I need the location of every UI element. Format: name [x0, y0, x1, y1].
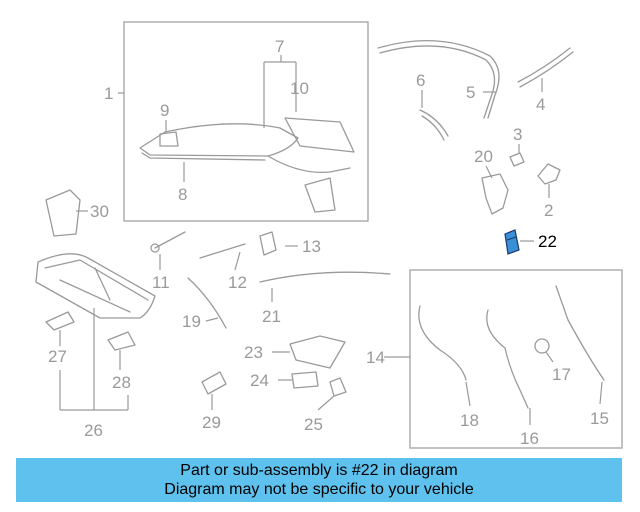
label-23: 23 [244, 343, 263, 362]
part-labels: 1 2 3 4 5 6 7 8 9 10 11 12 13 14 15 16 1… [48, 37, 609, 448]
label-16: 16 [520, 429, 539, 448]
label-12: 12 [228, 273, 247, 292]
group-box-14 [409, 269, 623, 449]
label-19: 19 [182, 312, 201, 331]
latch-20 [481, 173, 509, 215]
label-5: 5 [466, 83, 475, 102]
label-18: 18 [460, 411, 479, 430]
pin-25 [329, 377, 347, 397]
label-6: 6 [416, 71, 425, 90]
info-banner: Part or sub-assembly is #22 in diagram D… [16, 458, 622, 502]
grommet-17 [534, 338, 550, 354]
weatherstrip-4-inner [519, 51, 574, 88]
weatherstrip-6 [419, 109, 449, 137]
cable-21 [259, 271, 391, 283]
handle-29 [201, 371, 227, 395]
leader-lines [59, 55, 603, 425]
label-14: 14 [366, 348, 385, 367]
bracket-28 [107, 331, 136, 351]
label-28: 28 [112, 373, 131, 392]
weatherstrip-4 [517, 47, 571, 83]
rod-11 [154, 231, 186, 249]
label-25: 25 [304, 415, 323, 434]
bracket-27 [45, 311, 75, 331]
label-22: 22 [538, 232, 557, 251]
label-30: 30 [90, 202, 109, 221]
label-9: 9 [160, 101, 169, 120]
weatherstrip-5 [377, 40, 500, 119]
label-1: 1 [104, 84, 113, 103]
label-29: 29 [202, 413, 221, 432]
label-15: 15 [590, 409, 609, 428]
rod-11-end [150, 243, 160, 253]
label-11: 11 [152, 273, 170, 292]
roll-bar-frame [35, 253, 156, 319]
label-10: 10 [290, 79, 309, 98]
group-box-1 [123, 21, 369, 222]
label-4: 4 [536, 95, 545, 114]
label-27: 27 [48, 347, 67, 366]
harness-16 [486, 309, 529, 409]
soft-top-assembly [139, 117, 355, 213]
label-2: 2 [544, 201, 553, 220]
clip-3 [509, 152, 525, 167]
label-13: 13 [302, 237, 321, 256]
label-21: 21 [262, 307, 281, 326]
cover-23 [289, 335, 346, 369]
parts-diagram: 1 2 3 4 5 6 7 8 9 10 11 12 13 14 15 16 1… [35, 21, 623, 449]
weatherstrip-6-inner [421, 115, 445, 141]
label-24: 24 [250, 371, 269, 390]
label-20: 20 [474, 147, 493, 166]
bracket-13 [259, 231, 277, 256]
label-7: 7 [275, 37, 284, 56]
part-22-highlighted[interactable] [504, 229, 520, 255]
label-3: 3 [513, 125, 522, 144]
cable-18 [418, 305, 467, 381]
bracket-24 [291, 371, 319, 389]
weatherstrip-5-inner [379, 45, 496, 119]
cover-30 [45, 189, 81, 237]
label-8: 8 [178, 185, 187, 204]
banner-line-1: Part or sub-assembly is #22 in diagram [180, 462, 458, 479]
rod-12 [199, 243, 246, 259]
strip-15 [555, 285, 605, 381]
strip-19 [187, 277, 227, 329]
bracket-2 [537, 163, 561, 185]
banner-line-2: Diagram may not be specific to your vehi… [164, 481, 474, 498]
label-17: 17 [552, 365, 571, 384]
label-26: 26 [84, 421, 103, 440]
